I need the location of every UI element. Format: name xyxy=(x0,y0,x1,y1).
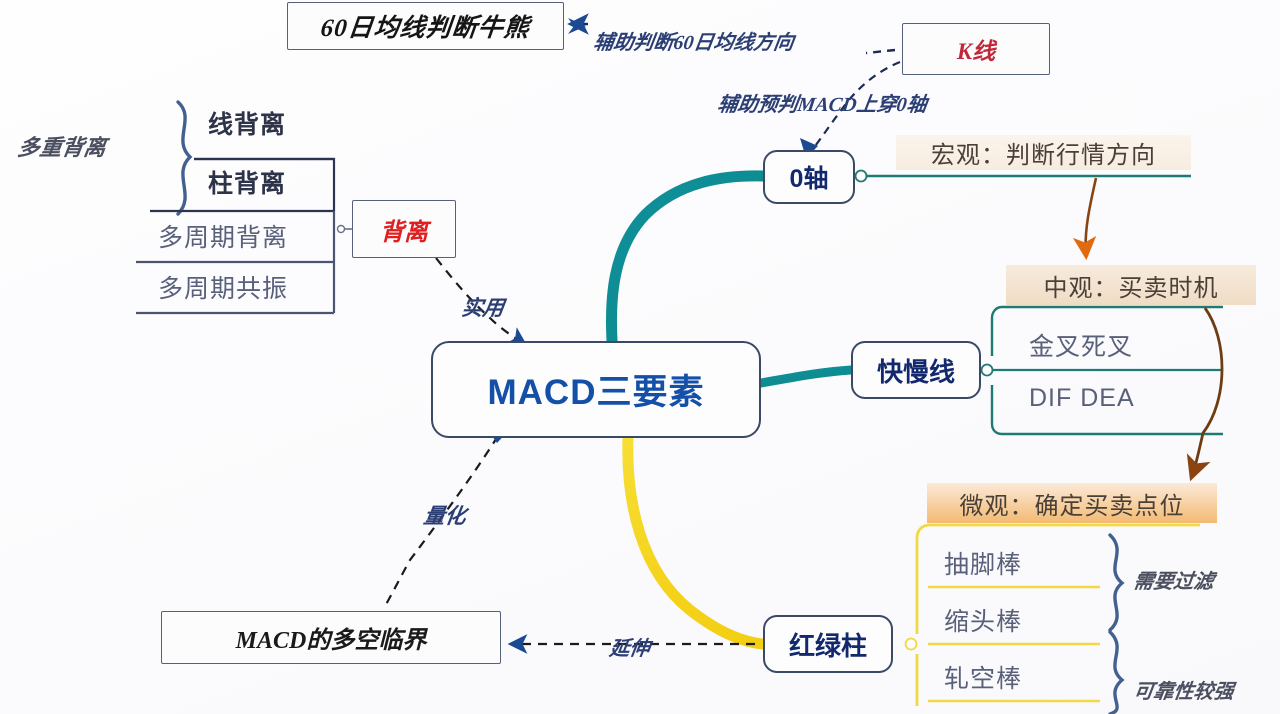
node-fast-slow-line[interactable]: 快慢线 xyxy=(851,341,981,399)
link-label-practical: 实用 xyxy=(460,296,506,320)
node-macd-long-short-threshold[interactable]: MACD的多空临界 xyxy=(161,611,501,664)
label-multi-divergence: 多重背离 xyxy=(16,135,108,160)
node-label: MACD的多空临界 xyxy=(235,628,427,654)
note-macd-cross-zero: 辅助预判MACD上穿0轴 xyxy=(716,94,929,116)
node-label: 快慢线 xyxy=(876,356,955,387)
bars-item-1[interactable]: 缩头棒 xyxy=(944,608,1023,636)
annotation-needs-filter: 需要过滤 xyxy=(1132,571,1216,593)
fastslow-item-1[interactable]: DIF DEA xyxy=(1029,384,1135,412)
fastslow-item-0[interactable]: 金叉死叉 xyxy=(1029,333,1134,361)
left-item-3[interactable]: 多周期共振 xyxy=(158,275,289,303)
bars-item-0[interactable]: 抽脚棒 xyxy=(944,551,1023,579)
node-label: 红绿柱 xyxy=(788,630,867,661)
node-zero-axis[interactable]: 0轴 xyxy=(763,150,855,204)
left-item-2[interactable]: 多周期背离 xyxy=(158,224,289,252)
node-label: 60日均线判断牛熊 xyxy=(319,15,532,42)
left-item-1[interactable]: 柱背离 xyxy=(208,170,287,198)
node-center-macd[interactable]: MACD三要素 xyxy=(431,341,761,438)
node-red-green-bars[interactable]: 红绿柱 xyxy=(763,615,893,673)
link-label-quantify: 量化 xyxy=(422,504,468,528)
banner-micro: 微观：确定买卖点位 xyxy=(927,483,1217,523)
note-ma60-direction: 辅助判断60日均线方向 xyxy=(592,32,796,54)
annotation-more-reliable: 可靠性较强 xyxy=(1132,681,1236,703)
bars-item-2[interactable]: 轧空棒 xyxy=(944,665,1023,693)
banner-macro: 宏观：判断行情方向 xyxy=(896,135,1191,170)
node-kline[interactable]: K线 xyxy=(902,23,1050,75)
banner-meso: 中观：买卖时机 xyxy=(1006,265,1256,305)
left-item-0[interactable]: 线背离 xyxy=(208,111,287,139)
node-label: 0轴 xyxy=(789,165,829,193)
link-label-extend: 延伸 xyxy=(608,638,652,660)
node-label: MACD三要素 xyxy=(487,373,705,412)
node-label: K线 xyxy=(956,39,996,64)
node-bull-bear-title[interactable]: 60日均线判断牛熊 xyxy=(287,2,564,50)
node-label: 背离 xyxy=(380,219,428,246)
node-divergence-result[interactable]: 背离 xyxy=(352,200,456,258)
